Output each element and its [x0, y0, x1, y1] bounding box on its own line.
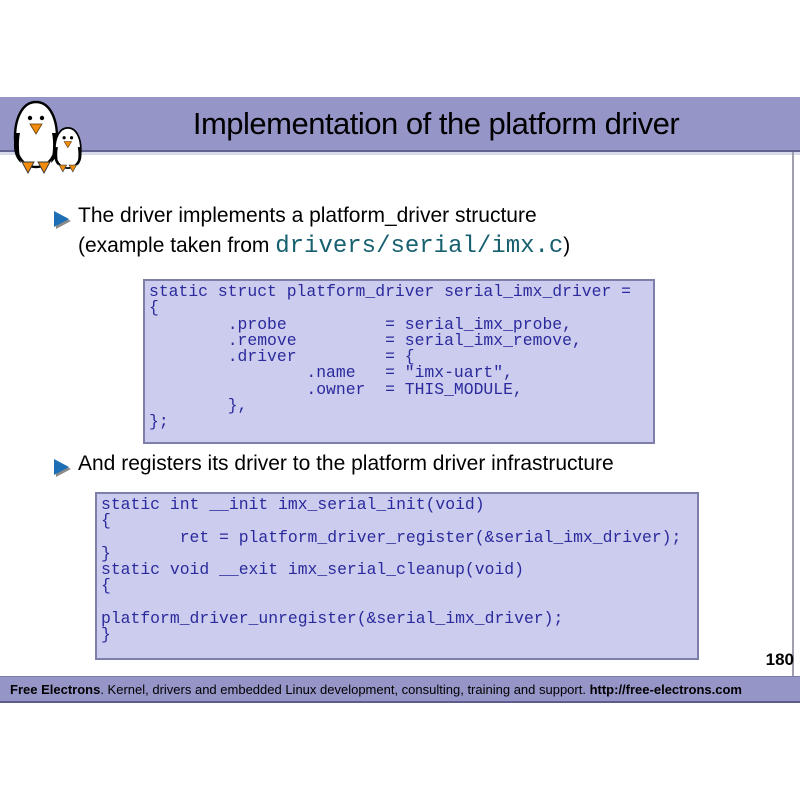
slide-title: Implementation of the platform driver: [192, 105, 680, 141]
bullet1-line1: The driver implements a platform_driver …: [78, 204, 537, 227]
bullet-triangle-icon: [54, 459, 71, 477]
footer-description: . Kernel, drivers and embedded Linux dev…: [100, 681, 590, 697]
footer-bar: Free Electrons. Kernel, drivers and embe…: [0, 676, 800, 703]
bullet-item-1: The driver implements a platform_driver …: [78, 201, 570, 262]
footer-brand: Free Electrons: [10, 681, 101, 697]
bullet-triangle-icon: [54, 211, 71, 229]
footer-url: http://free-electrons.com: [589, 681, 742, 697]
inline-code-file-path: drivers/serial/imx.c: [275, 233, 564, 260]
page-number: 180: [765, 650, 794, 669]
code-block-module-init-exit: static int __init imx_serial_init(void) …: [95, 492, 699, 660]
bullet1-line2-suffix: ): [563, 234, 571, 257]
bullet-item-2: And registers its driver to the platform…: [78, 449, 614, 479]
page-right-edge: [792, 152, 794, 676]
bullet1-line2-prefix: (example taken from: [78, 234, 276, 257]
bullet2-text: And registers its driver to the platform…: [78, 452, 614, 475]
penguins-logo-icon: [13, 100, 82, 174]
slide-header-bar: Implementation of the platform driver: [0, 97, 800, 152]
code-block-platform-driver-struct: static struct platform_driver serial_imx…: [143, 279, 655, 444]
